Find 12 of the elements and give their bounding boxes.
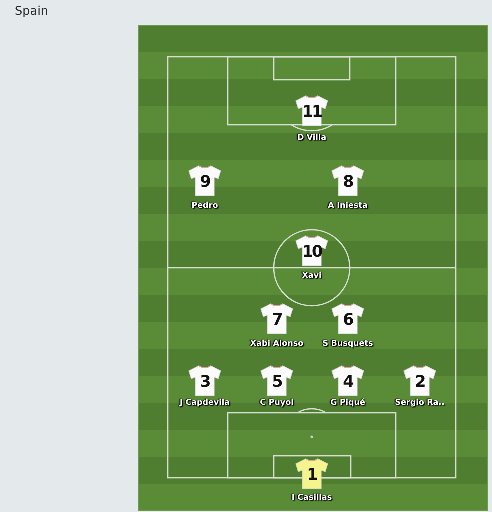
- player-name: Pedro: [192, 201, 218, 211]
- player-name: C Puyol: [260, 398, 294, 408]
- player-name: A Iniesta: [328, 201, 368, 211]
- player-name: J Capdevila: [180, 398, 230, 408]
- player-name: I Casillas: [292, 493, 332, 503]
- player-name: Xavi: [302, 271, 322, 281]
- player-name: Sergio Ra..: [395, 398, 445, 408]
- player-name: D Villa: [297, 133, 327, 143]
- team-title: Spain: [15, 3, 49, 19]
- player-name: Xabi Alonso: [250, 339, 304, 349]
- player-name: S Busquets: [322, 339, 374, 349]
- player-name: G Piqué: [330, 398, 366, 408]
